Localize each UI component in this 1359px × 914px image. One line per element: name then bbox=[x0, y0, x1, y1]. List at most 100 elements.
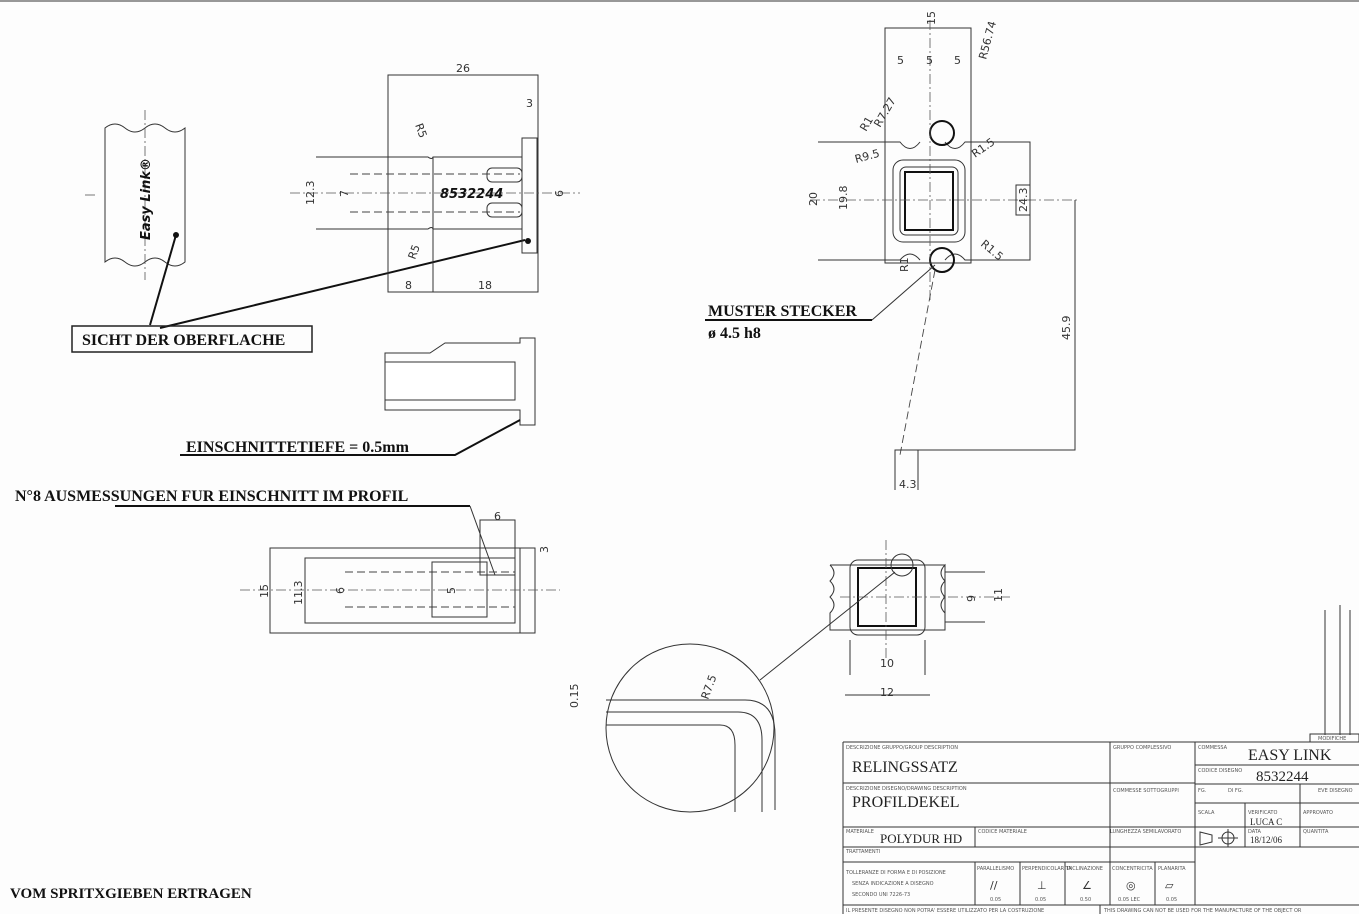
group-complete-label: GRUPPO COMPLESSIVO bbox=[1113, 745, 1171, 751]
subgroup-label: COMMESSE SOTTOGRUPPI bbox=[1113, 788, 1179, 794]
svg-text:0.05: 0.05 bbox=[1035, 897, 1046, 903]
section-view: EINSCHNITTETIEFE = 0.5mm bbox=[180, 337, 536, 456]
dim-5a: 5 bbox=[897, 54, 904, 67]
dim-r7-5: R7.5 bbox=[699, 673, 720, 701]
version-label: EVE DISEGNO bbox=[1318, 788, 1353, 794]
tolerance-parallelism: PARALLELISMO // 0.05 bbox=[977, 866, 1014, 903]
customer: EASY LINK bbox=[1248, 747, 1332, 764]
dim-r1-5-top: R1.5 bbox=[969, 135, 997, 160]
dim-24-3: 24.3 bbox=[1017, 188, 1030, 213]
quantity-label: QUANTITA bbox=[1303, 829, 1329, 835]
muster-diameter: ø 4.5 h8 bbox=[708, 325, 761, 342]
dim-12: 12 bbox=[880, 686, 894, 699]
dim-cut-15: 15 bbox=[258, 584, 271, 598]
svg-text:INCLINAZIONE: INCLINAZIONE bbox=[1067, 866, 1103, 872]
checked-label: VERIFICATO bbox=[1248, 810, 1277, 816]
material-code-label: CODICE MATERIALE bbox=[978, 829, 1027, 835]
dim-9: 9 bbox=[965, 595, 978, 602]
dim-r5-top: R5 bbox=[412, 122, 429, 140]
dim-r1-bottom: R1 bbox=[898, 257, 911, 272]
bottom-note: VOM SPRITXGIEBEN ERTRAGEN bbox=[10, 886, 252, 902]
svg-text:0.50: 0.50 bbox=[1080, 897, 1091, 903]
title-block: MODIFICHE DESCRIZIONE GRUPPO/GROUP DESCR… bbox=[842, 733, 1359, 914]
end-view: 10 12 9 11 0.15 R7.5 bbox=[568, 540, 1010, 813]
tolerance-perpendicularity: PERPENDICOLARITA ⊥ 0.05 bbox=[1022, 866, 1072, 903]
svg-text:0.05: 0.05 bbox=[990, 897, 1001, 903]
svg-text:PERPENDICOLARITA: PERPENDICOLARITA bbox=[1022, 866, 1072, 872]
brand-mark: Easy Link® bbox=[139, 158, 154, 240]
dim-3: 3 bbox=[526, 97, 533, 110]
svg-text:◎: ◎ bbox=[1126, 879, 1136, 892]
profile-cut-view: N°8 AUSMESSUNGEN FUR EINSCHNITT IM PROFI… bbox=[15, 488, 560, 634]
dim-r7-27: R7.27 bbox=[871, 95, 898, 129]
group-description: RELINGSSATZ bbox=[852, 759, 958, 776]
svg-text:∠: ∠ bbox=[1082, 879, 1092, 892]
svg-text:PARALLELISMO: PARALLELISMO bbox=[977, 866, 1014, 872]
drawing-code-label: CODICE DISEGNO bbox=[1198, 768, 1242, 774]
dim-cut-6b: 6 bbox=[334, 587, 347, 594]
dim-r1-top: R1 bbox=[857, 114, 876, 133]
svg-text:CONCENTRICITA: CONCENTRICITA bbox=[1112, 866, 1153, 872]
drawing-desc-label: DESCRIZIONE DISEGNO/DRAWING DESCRIPTION bbox=[846, 786, 967, 792]
dim-cut-5: 5 bbox=[445, 587, 458, 594]
date: 18/12/06 bbox=[1250, 835, 1283, 845]
drawing-code: 8532244 bbox=[1256, 769, 1309, 785]
material: POLYDUR HD bbox=[880, 831, 962, 846]
svg-text:⊥: ⊥ bbox=[1037, 879, 1047, 892]
muster-label: MUSTER STECKER bbox=[708, 303, 857, 320]
dim-7: 7 bbox=[338, 190, 351, 197]
dim-r9-5: R9.5 bbox=[853, 147, 881, 166]
dim-cut-11-3: 11.3 bbox=[292, 581, 305, 606]
surface-view: Easy Link® SICHT DER OBERFLACHE bbox=[71, 110, 526, 353]
date-label: DATA bbox=[1248, 829, 1261, 835]
dim-6: 6 bbox=[553, 190, 566, 197]
approved-label: APPROVATO bbox=[1303, 810, 1333, 816]
tolerance-concentricity: CONCENTRICITA ◎ 0.05 LEC bbox=[1112, 866, 1153, 903]
revision-tag: MODIFICHE bbox=[1318, 736, 1346, 742]
tolerance-note: TOLLERANZE DI FORMA E DI POSIZIONE bbox=[845, 870, 946, 876]
front-view: 15 5 5 5 R56.74 R7.27 R1 R1.5 R9.5 20 19… bbox=[705, 11, 1080, 491]
footer-note-it: IL PRESENTE DISEGNO NON POTRA' ESSERE UT… bbox=[846, 908, 1044, 914]
dim-12-3: 12.3 bbox=[304, 181, 317, 206]
svg-text://: // bbox=[990, 879, 998, 892]
side-view: 8532244 26 3 R5 R5 8 18 12.3 7 6 bbox=[290, 62, 580, 293]
tolerance-note: SENZA INDICAZIONE A DISEGNO bbox=[852, 881, 934, 887]
of-sheets-label: DI FG. bbox=[1228, 788, 1244, 794]
projection-symbol-icon bbox=[1199, 829, 1238, 847]
length-label: LUNGHEZZA SEMILAVORATO bbox=[1110, 829, 1181, 835]
treatment-label: TRATTAMENTI bbox=[845, 849, 880, 855]
surface-view-label: SICHT DER OBERFLACHE bbox=[82, 332, 285, 349]
dim-5c: 5 bbox=[954, 54, 961, 67]
cut-depth-label: EINSCHNITTETIEFE = 0.5mm bbox=[186, 439, 410, 456]
tolerance-note: SECONDO UNI 7226-73 bbox=[852, 892, 910, 898]
tolerance-flatness: PLANARITA ▱ 0.05 bbox=[1158, 866, 1186, 903]
svg-text:PLANARITA: PLANARITA bbox=[1158, 866, 1186, 872]
dim-45-9: 45.9 bbox=[1060, 316, 1073, 341]
dim-cut-3: 3 bbox=[538, 546, 551, 553]
profile-cut-label: N°8 AUSMESSUNGEN FUR EINSCHNITT IM PROFI… bbox=[15, 488, 408, 505]
dim-r56-74: R56.74 bbox=[976, 20, 999, 61]
dim-r5-bottom: R5 bbox=[406, 243, 423, 261]
dim-10: 10 bbox=[880, 657, 894, 670]
drawing-description: PROFILDEKEL bbox=[852, 794, 960, 811]
svg-text:0.05: 0.05 bbox=[1166, 897, 1177, 903]
dim-20: 20 bbox=[807, 192, 820, 206]
scale-label: SCALA bbox=[1198, 810, 1215, 816]
part-code-mark: 8532244 bbox=[440, 187, 503, 202]
svg-text:▱: ▱ bbox=[1165, 879, 1174, 892]
detail-circle bbox=[605, 643, 775, 813]
dim-0-15: 0.15 bbox=[568, 684, 581, 709]
dim-11: 11 bbox=[992, 588, 1005, 602]
tolerance-inclination: INCLINAZIONE ∠ 0.50 bbox=[1067, 866, 1103, 903]
dim-8: 8 bbox=[405, 279, 412, 292]
customer-label: COMMESSA bbox=[1198, 745, 1228, 751]
dim-19-8: 19.8 bbox=[837, 186, 850, 211]
group-desc-label: DESCRIZIONE GRUPPO/GROUP DESCRIPTION bbox=[846, 745, 958, 751]
dim-4-3: 4.3 bbox=[899, 478, 917, 491]
dim-cut-6: 6 bbox=[494, 510, 501, 523]
dim-15: 15 bbox=[925, 11, 938, 25]
dim-5b: 5 bbox=[926, 54, 933, 67]
material-label: MATERIALE bbox=[846, 829, 874, 835]
checked-by: LUCA C bbox=[1250, 817, 1282, 827]
